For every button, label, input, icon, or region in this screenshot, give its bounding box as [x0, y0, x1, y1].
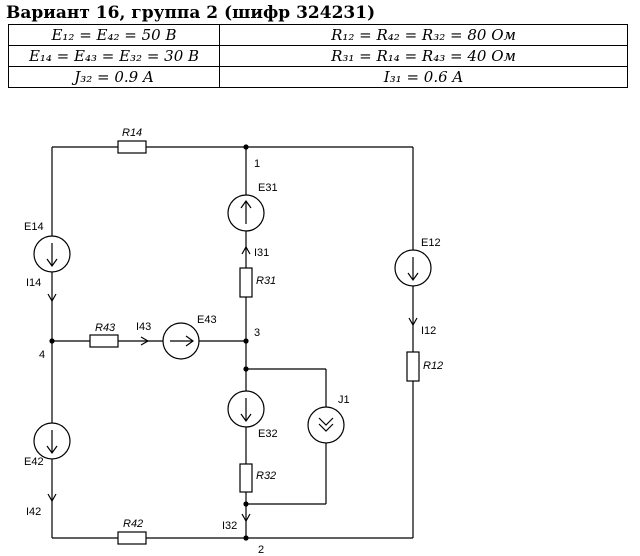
label-e12: E12: [421, 237, 441, 249]
voltage-source-e32: [227, 390, 265, 428]
resistor-r14: [117, 140, 147, 154]
junction-dots: [49, 144, 249, 541]
label-j1: J1: [338, 394, 350, 406]
parameters-table: E₁₂ = E₄₂ = 50 B R₁₂ = R₄₂ = R₃₂ = 80 Ом…: [8, 24, 628, 88]
label-i32: I32: [222, 520, 237, 532]
label-e43: E43: [197, 314, 217, 326]
label-r14: R14: [122, 127, 142, 139]
arrow-i43: [140, 336, 150, 346]
table-cell: E₁₂ = E₄₂ = 50 B: [8, 24, 220, 46]
resistor-r31: [239, 267, 253, 298]
voltage-source-e12: [394, 249, 432, 287]
label-i42: I42: [26, 506, 41, 518]
arrow-i14: [47, 293, 57, 303]
voltage-source-e43: [162, 322, 200, 360]
resistor-r12: [406, 351, 420, 382]
label-i31: I31: [254, 247, 269, 259]
resistor-r32: [239, 463, 253, 493]
label-r12: R12: [423, 360, 443, 372]
label-e42: E42: [24, 456, 44, 468]
resistor-r43: [89, 334, 119, 348]
voltage-source-e31: [227, 194, 265, 232]
arrow-i42: [47, 493, 57, 503]
resistor-r42: [117, 531, 147, 545]
node-label-1: 1: [254, 158, 260, 170]
arrow-i31: [241, 245, 251, 255]
table-row: J₃₂ = 0.9 A I₃₁ = 0.6 A: [8, 66, 628, 88]
table-row: E₁₂ = E₄₂ = 50 B R₁₂ = R₄₂ = R₃₂ = 80 Ом: [8, 24, 628, 46]
arrow-i12: [408, 317, 418, 327]
label-e32: E32: [258, 428, 278, 440]
table-cell: R₁₂ = R₄₂ = R₃₂ = 80 Ом: [219, 24, 628, 46]
current-arrows: [47, 245, 418, 523]
node-label-3: 3: [254, 327, 260, 339]
label-r31: R31: [256, 275, 276, 287]
current-source-j1: [307, 406, 345, 444]
label-i12: I12: [421, 325, 436, 337]
arrow-i32: [241, 513, 251, 523]
table-cell: I₃₁ = 0.6 A: [219, 66, 628, 88]
label-e31: E31: [258, 182, 278, 194]
table-cell: J₃₂ = 0.9 A: [8, 66, 220, 88]
label-r42: R42: [123, 518, 143, 530]
circuit-wires: [51, 146, 414, 539]
node-label-4: 4: [39, 349, 45, 361]
label-r43: R43: [95, 322, 116, 334]
voltage-source-e42: [33, 422, 71, 460]
label-r32: R32: [256, 470, 276, 482]
node-label-2: 2: [258, 544, 264, 556]
variant-title: Вариант 16, группа 2 (шифр 324231): [6, 3, 376, 23]
label-i14: I14: [26, 277, 41, 289]
table-cell: E₁₄ = E₄₃ = E₃₂ = 30 B: [8, 45, 220, 67]
voltage-source-e14: [33, 235, 71, 273]
label-i43: I43: [136, 321, 151, 333]
label-e14: E14: [24, 221, 44, 233]
